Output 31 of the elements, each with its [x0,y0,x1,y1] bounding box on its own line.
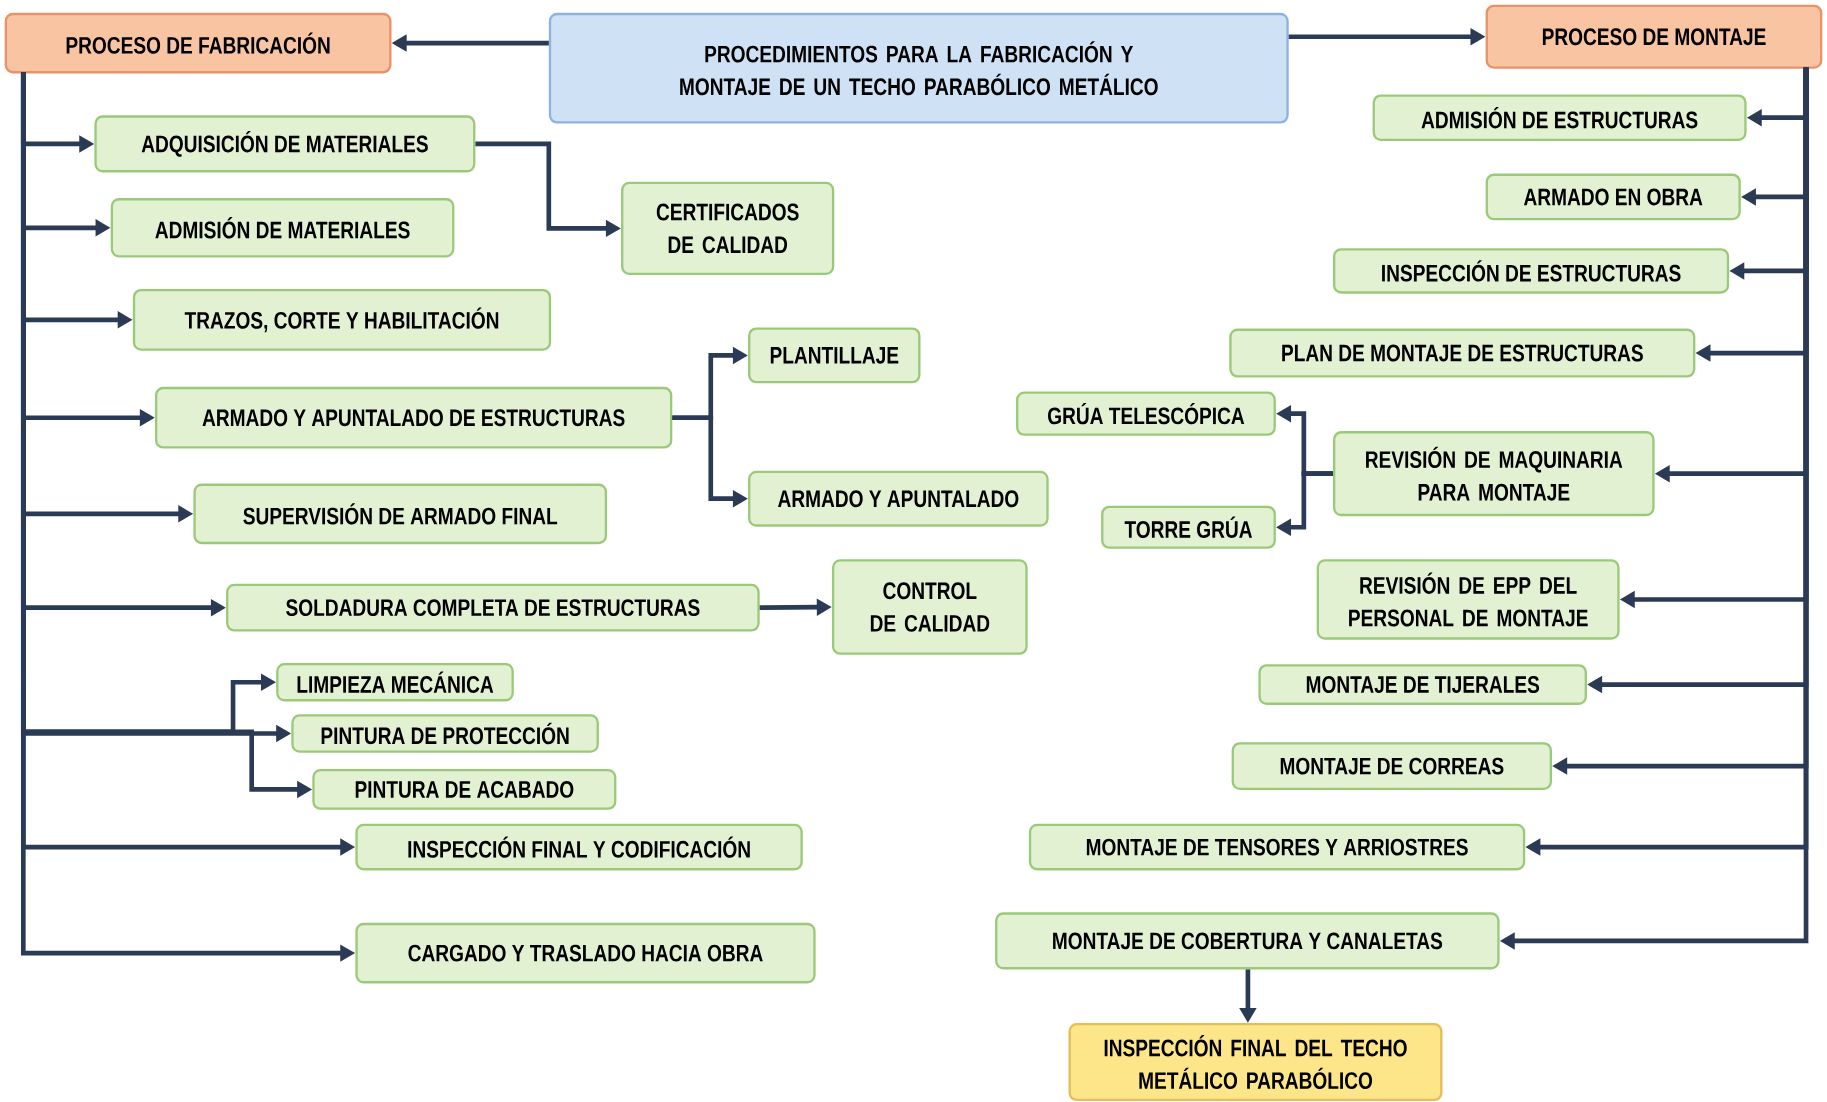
step-box: CARGADO Y TRASLADO HACIA OBRA [355,922,816,984]
step-box: MONTAJE DE CORREAS [1231,742,1553,790]
step-box: GRÚA TELESCÓPICA [1016,391,1276,436]
step-box: CONTROL DE CALIDAD [831,559,1028,655]
step-box: REVISIÓN DE MAQUINARIA PARA MONTAJE [1332,431,1655,517]
step-box: ARMADO EN OBRA [1485,173,1741,221]
step-box: INSPECCIÓN DE ESTRUCTURAS [1332,248,1730,294]
step-box: REVISIÓN DE EPP DEL PERSONAL DE MONTAJE [1316,559,1620,640]
step-box: MONTAJE DE TENSORES Y ARRIOSTRES [1028,823,1526,871]
process-box: PROCESO DE MONTAJE [1485,4,1823,69]
process-box: PROCESO DE FABRICACIÓN [4,12,392,74]
step-box: ARMADO Y APUNTALADO [748,470,1049,527]
final-box: INSPECCIÓN FINAL DEL TECHO METÁLICO PARABÓLICO [1068,1022,1443,1101]
step-box: PINTURA DE ACABADO [312,768,617,810]
step-box: ADMISIÓN DE MATERIALES [110,197,455,258]
step-box: LIMPIEZA MECÁNICA [276,662,514,702]
step-box: ADQUISICIÓN DE MATERIALES [94,115,476,173]
step-box: SUPERVISIÓN DE ARMADO FINAL [193,483,608,544]
step-box: SOLDADURA COMPLETA DE ESTRUCTURAS [226,583,760,632]
step-box: ADMISIÓN DE ESTRUCTURAS [1372,94,1747,141]
step-box: TORRE GRÚA [1101,505,1276,549]
step-box: ARMADO Y APUNTALADO DE ESTRUCTURAS [155,386,673,449]
step-box: MONTAJE DE COBERTURA Y CANALETAS [995,912,1500,970]
step-box: PINTURA DE PROTECCIÓN [291,714,599,753]
step-box: INSPECCIÓN FINAL Y CODIFICACIÓN [355,823,803,871]
step-box: PLAN DE MONTAJE DE ESTRUCTURAS [1229,328,1696,378]
step-box: TRAZOS, CORTE Y HABILITACIÓN [132,288,552,351]
step-box: CERTIFICADOS DE CALIDAD [621,181,835,275]
title-box: PROCEDIMIENTOS PARA LA FABRICACIÓN Y MONTAJE DE UN TECHO PARABÓLICO METÁLICO [548,12,1289,124]
step-box: PLANTILLAJE [748,327,921,384]
step-box: MONTAJE DE TIJERALES [1258,664,1587,705]
